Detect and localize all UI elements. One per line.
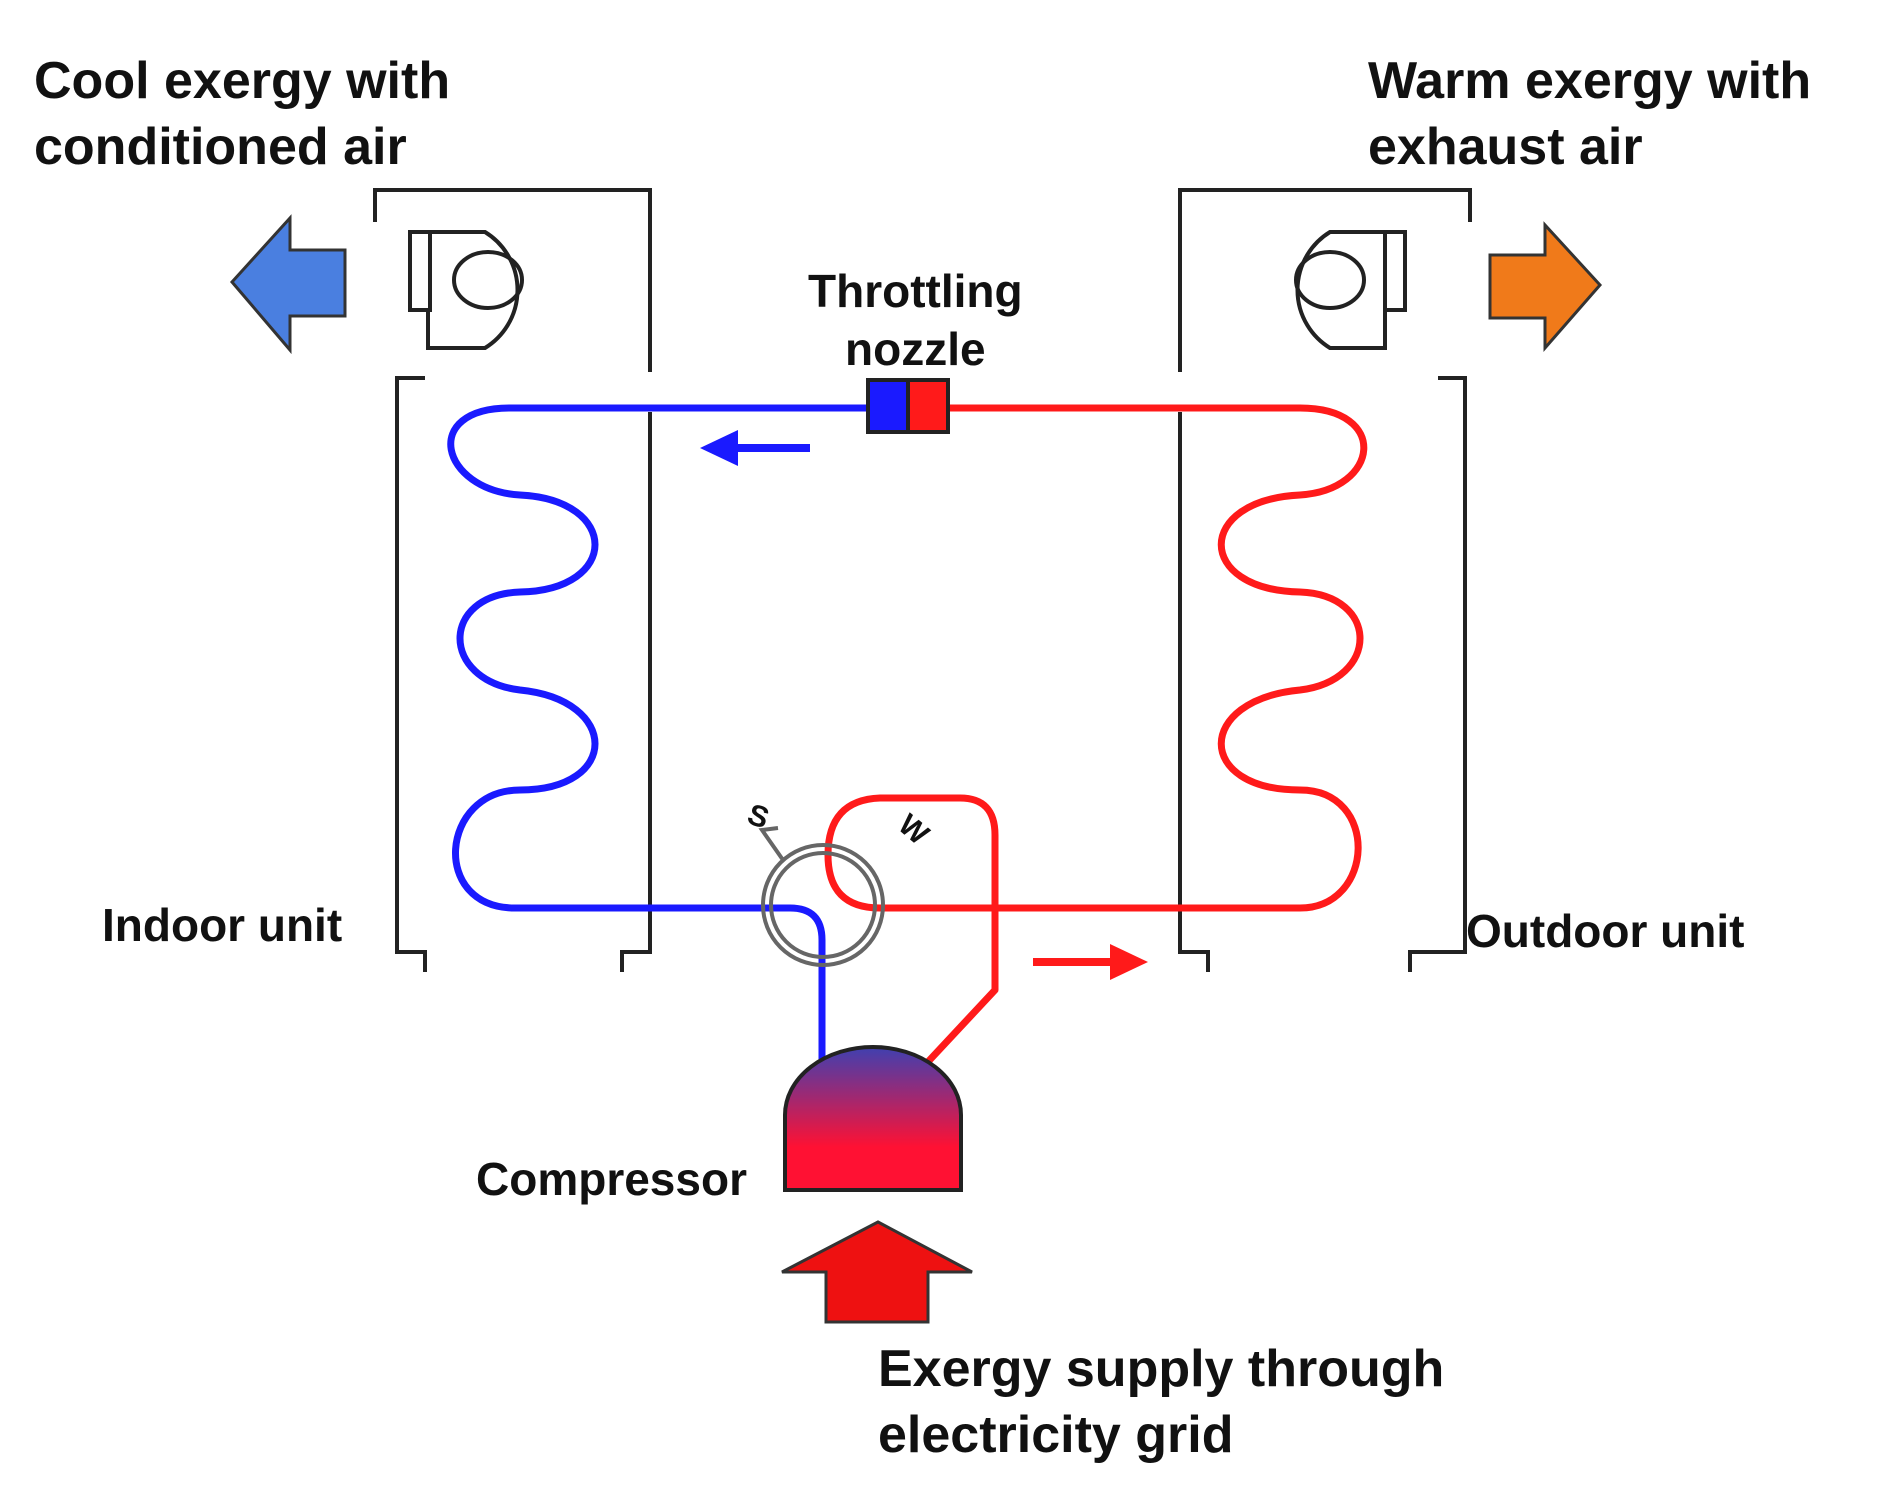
exergy-supply-label: Exergy supply through electricity grid [878, 1336, 1444, 1468]
exergy-supply-line-2: electricity grid [878, 1406, 1234, 1464]
warm-exergy-line-2: exhaust air [1368, 118, 1643, 176]
indoor-left-bracket [395, 376, 427, 972]
sensor-s-leader [758, 826, 785, 862]
cold-flow-arrow [700, 430, 810, 466]
outdoor-fan-flap [1383, 230, 1407, 312]
hot-flow-arrow [1033, 944, 1148, 980]
compressor-body [783, 1045, 963, 1192]
warm-exergy-label: Warm exergy with exhaust air [1368, 48, 1811, 180]
sensor-w-label: W [892, 808, 935, 852]
outdoor-top-frame [1178, 188, 1472, 372]
indoor-fan-hub [452, 250, 524, 310]
outdoor-unit-housing [1178, 188, 1472, 972]
indoor-top-frame [373, 188, 652, 372]
nozzle-cold-half [866, 378, 910, 434]
throttling-line-2: nozzle [845, 323, 986, 375]
sensor-ring [758, 826, 885, 967]
outdoor-unit-label: Outdoor unit [1466, 905, 1745, 957]
outdoor-left-wall [1178, 412, 1210, 972]
cool-air-arrow [230, 214, 347, 355]
cool-exergy-label: Cool exergy with conditioned air [34, 48, 450, 180]
cool-exergy-line-1: Cool exergy with [34, 52, 451, 110]
exergy-supply-line-1: Exergy supply through [878, 1340, 1445, 1398]
nozzle-hot-half [906, 378, 950, 434]
indoor-unit-housing [373, 188, 652, 972]
indoor-fan-flap [408, 230, 432, 312]
outdoor-right-bracket [1408, 376, 1467, 972]
hot-refrigerant-line [824, 404, 1368, 1069]
throttling-nozzle [866, 378, 950, 434]
indoor-fan-body [410, 230, 520, 350]
throttling-nozzle-label: Throttling nozzle [808, 262, 1023, 378]
cold-refrigerant-line [447, 404, 872, 1064]
outdoor-fan-body [1295, 230, 1405, 350]
cool-exergy-line-2: conditioned air [34, 118, 407, 176]
indoor-right-wall [620, 412, 652, 972]
exergy-supply-arrow [781, 1220, 973, 1324]
indoor-unit-label: Indoor unit [102, 899, 343, 951]
compressor-label: Compressor [476, 1153, 747, 1205]
warm-exergy-line-1: Warm exergy with [1368, 52, 1812, 110]
throttling-line-1: Throttling [808, 265, 1023, 317]
warm-air-arrow [1488, 221, 1603, 352]
outdoor-fan-hub [1294, 250, 1366, 310]
